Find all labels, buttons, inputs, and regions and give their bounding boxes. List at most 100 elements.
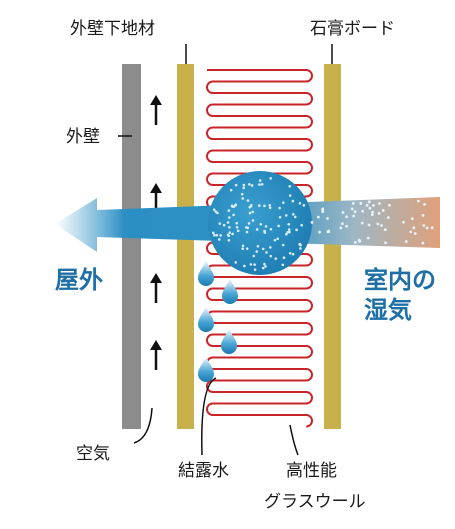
moisture-dot: [421, 241, 425, 245]
moisture-dot: [291, 199, 295, 203]
moisture-dot: [288, 194, 292, 197]
moisture-dot: [341, 211, 345, 214]
moisture-dot: [377, 211, 381, 215]
moisture-dot: [345, 215, 348, 219]
water-drop-icon: [198, 306, 214, 332]
label-insulation-1: 高性能: [286, 461, 337, 481]
moisture-dot: [366, 236, 370, 240]
moisture-dot: [248, 205, 252, 209]
moisture-dot: [278, 206, 281, 210]
label-condensation: 結露水: [178, 461, 229, 481]
up-arrow-icon: [150, 340, 162, 370]
gypsum-board: [324, 64, 341, 429]
moisture-dot: [368, 206, 372, 210]
moisture-dot: [253, 263, 256, 266]
label-gypsum-board: 石膏ボード: [310, 18, 395, 39]
moisture-dot: [247, 222, 251, 225]
moisture-dot: [359, 201, 363, 205]
moisture-dot: [381, 209, 385, 212]
moisture-dot: [318, 230, 321, 234]
moisture-dot: [228, 225, 231, 229]
moisture-dot: [269, 254, 273, 258]
moisture-dot: [264, 225, 268, 228]
moisture-dot: [351, 202, 355, 205]
moisture-dot: [242, 183, 246, 187]
moisture-dot: [212, 208, 216, 211]
moisture-dot: [339, 226, 343, 230]
moisture-dot: [367, 223, 371, 227]
label-air: 空気: [76, 444, 110, 464]
moisture-dot: [281, 263, 285, 267]
moisture-dot: [261, 266, 265, 270]
moisture-dot: [291, 252, 295, 256]
moisture-dot: [228, 216, 231, 219]
water-drop-icon: [221, 328, 237, 354]
leader-glass-wool: [289, 424, 299, 456]
moisture-dot: [340, 222, 344, 226]
moisture-dot: [228, 231, 231, 234]
moisture-dot: [281, 243, 285, 247]
moisture-dot: [299, 247, 302, 250]
moisture-dot: [278, 215, 282, 219]
moisture-dot: [240, 192, 244, 196]
moisture-dot: [370, 213, 374, 217]
water-drop-icon: [198, 356, 214, 382]
moisture-dot: [282, 256, 286, 259]
moisture-dots-stream: [310, 199, 434, 245]
moisture-dot: [252, 254, 256, 258]
moisture-dot: [261, 247, 265, 251]
moisture-dot: [277, 224, 280, 228]
moisture-dot: [241, 247, 245, 251]
moisture-dot: [241, 244, 245, 248]
moisture-dot: [243, 264, 246, 268]
moisture-dot: [222, 223, 226, 227]
moisture-dot: [248, 183, 251, 186]
moisture-dot: [404, 240, 408, 243]
moisture-ball: [208, 171, 312, 275]
moisture-dot: [421, 214, 425, 217]
moisture-dot: [236, 229, 240, 233]
leader-lines: [118, 44, 333, 456]
moisture-dot: [255, 228, 259, 231]
moisture-dot: [268, 206, 272, 210]
moisture-dot: [226, 221, 230, 224]
moisture-dot: [235, 221, 239, 225]
moisture-dot: [376, 222, 380, 226]
label-indoor-moisture-1: 室内の: [364, 266, 436, 294]
moisture-dot: [353, 210, 357, 214]
moisture-dot: [409, 230, 413, 234]
moisture-dot: [215, 233, 219, 237]
moisture-dot: [298, 201, 302, 205]
moisture-dot: [413, 232, 417, 235]
moisture-dot: [227, 239, 231, 242]
water-drop-icon: [198, 260, 214, 286]
moisture-dot: [353, 240, 357, 244]
moisture-dot: [310, 220, 314, 224]
moisture-dot: [371, 210, 374, 214]
moisture-dot: [321, 210, 325, 214]
moisture-dot: [273, 238, 277, 242]
moisture-dot: [214, 210, 218, 213]
moisture-dot: [218, 222, 222, 225]
moisture-dot: [292, 213, 295, 216]
moisture-dot: [234, 204, 237, 207]
moisture-dot: [260, 182, 264, 186]
moisture-dot: [388, 203, 391, 207]
moisture-dot: [249, 263, 253, 266]
moisture-dot: [287, 228, 291, 231]
moisture-dot: [269, 177, 272, 180]
moisture-dot: [423, 203, 426, 206]
label-exterior-wall: 外壁: [66, 127, 100, 147]
up-arrow-icon: [150, 273, 162, 303]
moisture-dot: [282, 201, 285, 204]
moisture-dot: [361, 209, 365, 213]
condensation-droplets: [198, 260, 238, 382]
moisture-dot: [258, 183, 261, 186]
moisture-dot: [422, 224, 426, 228]
moisture-dot: [263, 229, 266, 233]
moisture-dot: [285, 232, 288, 236]
moisture-dot: [263, 262, 266, 266]
moisture-dot: [229, 188, 233, 192]
